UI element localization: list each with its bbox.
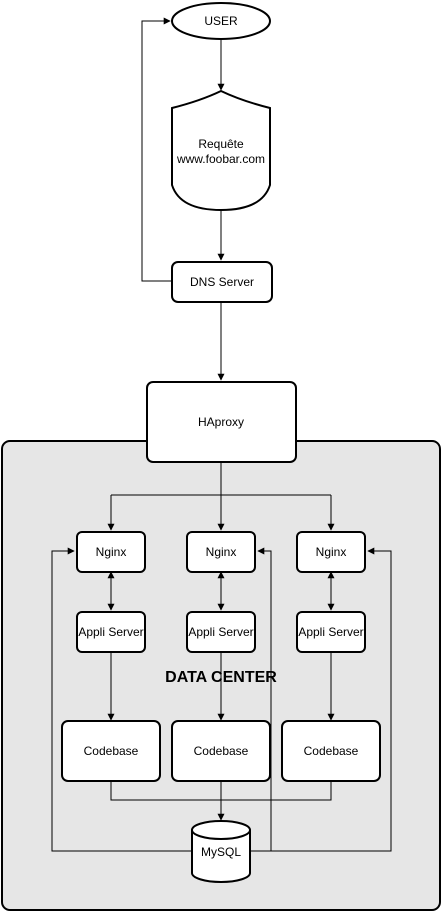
- nginx-node-1: Nginx: [76, 531, 146, 573]
- dns-label: DNS Server: [190, 275, 254, 289]
- appserver-node-1: Appli Server: [76, 611, 146, 653]
- nginx-node-3: Nginx: [296, 531, 366, 573]
- codebase-label-3: Codebase: [304, 744, 359, 758]
- appserver-label-3: Appli Server: [298, 625, 363, 639]
- datacenter-label: DATA CENTER: [165, 669, 277, 686]
- request-label-line1: Requête: [198, 137, 244, 151]
- dns-server-node: DNS Server: [171, 261, 273, 303]
- appserver-node-2: Appli Server: [186, 611, 256, 653]
- codebase-node-1: Codebase: [61, 720, 161, 782]
- edge-dns-user: [141, 17, 172, 282]
- codebase-label-1: Codebase: [84, 744, 139, 758]
- user-node: USER: [171, 2, 271, 40]
- request-label-line2: www.foobar.com: [176, 152, 265, 166]
- nginx-label-2: Nginx: [206, 545, 237, 559]
- edge-mysql-nginx-3: [251, 547, 392, 852]
- request-node: Requête www.foobar.com: [171, 89, 271, 212]
- codebase-node-3: Codebase: [281, 720, 381, 782]
- haproxy-node: HAproxy: [146, 381, 297, 463]
- user-label: USER: [204, 14, 238, 28]
- mysql-database-icon: MySQL: [191, 820, 251, 883]
- haproxy-label: HAproxy: [198, 415, 244, 429]
- appserver-label-2: Appli Server: [188, 625, 253, 639]
- appserver-label-1: Appli Server: [78, 625, 143, 639]
- edge-mysql-nginx-1: [51, 547, 192, 852]
- mysql-label: MySQL: [201, 845, 241, 859]
- edges: [51, 17, 392, 852]
- nginx-label-3: Nginx: [316, 545, 347, 559]
- nginx-node-2: Nginx: [186, 531, 256, 573]
- nginx-label-1: Nginx: [96, 545, 127, 559]
- appserver-node-3: Appli Server: [296, 611, 366, 653]
- codebase-label-2: Codebase: [194, 744, 249, 758]
- codebase-node-2: Codebase: [171, 720, 271, 782]
